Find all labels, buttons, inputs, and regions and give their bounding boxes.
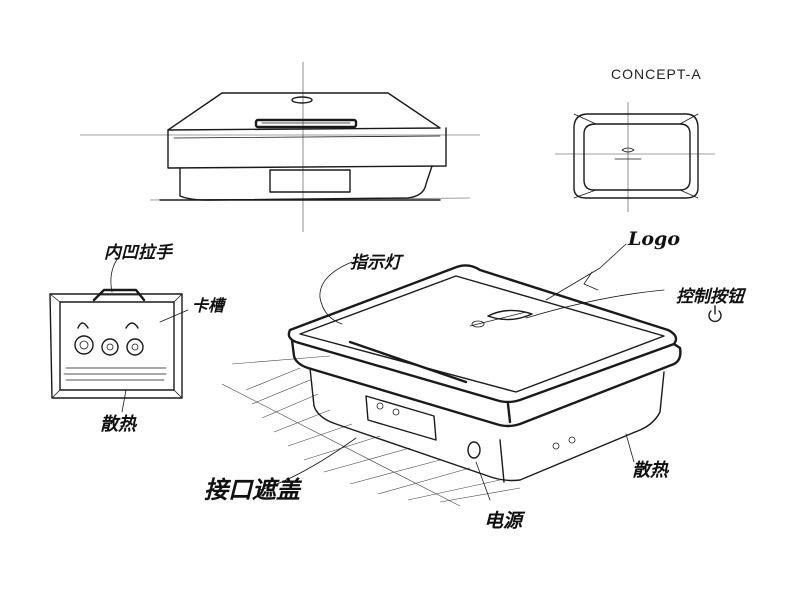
front-view: [80, 62, 480, 232]
concept-title: CONCEPT-A: [611, 66, 702, 82]
annotation-interface-cover: 接口遮盖: [204, 475, 300, 504]
annotation-inner-handle: 内凹拉手: [104, 243, 172, 263]
top-view: [555, 102, 715, 212]
annotation-indicator-light: 指示灯: [350, 253, 401, 273]
annotation-power: 电源: [484, 510, 523, 532]
annotation-heat-vent-left: 散热: [100, 414, 136, 435]
annotation-control-button: 控制按钮: [676, 287, 744, 307]
annotation-logo: Logo: [628, 228, 680, 250]
perspective-view: [221, 243, 722, 507]
power-icon: [708, 305, 722, 323]
annotation-heat-vent-right: 散热: [632, 460, 668, 481]
side-view: [49, 257, 189, 413]
annotation-card-slot: 卡槽: [192, 296, 225, 315]
